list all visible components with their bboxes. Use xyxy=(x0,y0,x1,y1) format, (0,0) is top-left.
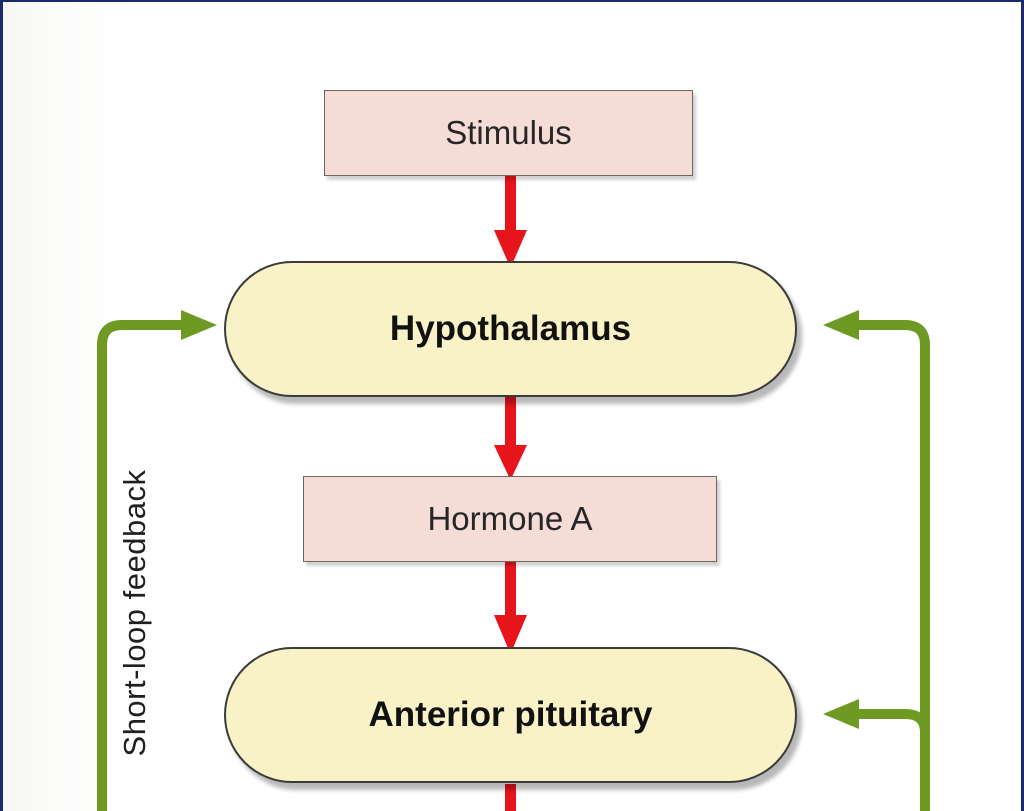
long-loop-feedback-arrow xyxy=(823,310,930,811)
arrow-stimulus-to-hypothalamus xyxy=(494,174,527,268)
anterior-pituitary-label: Anterior pituitary xyxy=(368,695,653,734)
diagram-connectors xyxy=(97,174,930,811)
hormone-a-box: Hormone A xyxy=(303,476,717,562)
short-loop-feedback-arrow xyxy=(97,310,217,811)
arrow-hypothalamus-to-hormone-a xyxy=(494,397,527,480)
hypothalamus-label: Hypothalamus xyxy=(389,309,632,348)
anterior-pituitary-node: Anterior pituitary xyxy=(224,647,797,783)
hypothalamus-node: Hypothalamus xyxy=(224,261,797,397)
stimulus-label: Stimulus xyxy=(445,114,572,151)
short-loop-feedback-label: Short-loop feedback xyxy=(117,469,152,757)
arrow-hormone-a-to-anterior-pituitary xyxy=(494,561,527,654)
hormone-a-label: Hormone A xyxy=(427,500,593,537)
arrow-anterior-pituitary-down xyxy=(505,784,516,811)
stimulus-box: Stimulus xyxy=(324,90,693,176)
stimulatory-arrows xyxy=(494,174,527,811)
